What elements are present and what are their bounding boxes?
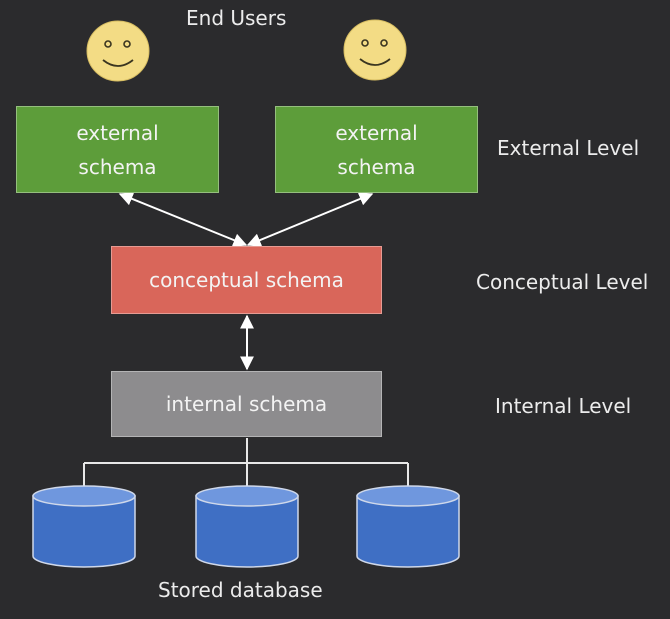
arrow-external-left-conceptual <box>118 192 248 247</box>
stored-database-label: Stored database <box>158 578 323 602</box>
external-schema-left-line2: schema <box>78 154 157 179</box>
database-icon <box>356 485 460 568</box>
arrow-external-right-conceptual <box>246 192 374 247</box>
conceptual-level-label: Conceptual Level <box>476 270 649 294</box>
external-schema-box-right: external schema <box>275 106 478 193</box>
conceptual-schema-box: conceptual schema <box>111 246 382 314</box>
external-schema-right-line1: external <box>335 120 418 145</box>
database-icon <box>32 485 136 568</box>
external-schema-right-line2: schema <box>337 154 416 179</box>
external-schema-box-left: external schema <box>16 106 219 193</box>
database-icon <box>195 485 299 568</box>
smiley-face-icon <box>86 20 150 82</box>
database-tree-lines <box>83 438 409 490</box>
external-level-label: External Level <box>497 136 640 160</box>
internal-schema-label: internal schema <box>165 392 328 416</box>
smiley-face-icon <box>343 19 407 81</box>
end-users-label: End Users <box>186 6 287 30</box>
external-schema-left-line1: external <box>76 120 159 145</box>
internal-level-label: Internal Level <box>495 394 632 418</box>
conceptual-schema-label: conceptual schema <box>149 268 344 292</box>
internal-schema-box: internal schema <box>111 371 382 437</box>
